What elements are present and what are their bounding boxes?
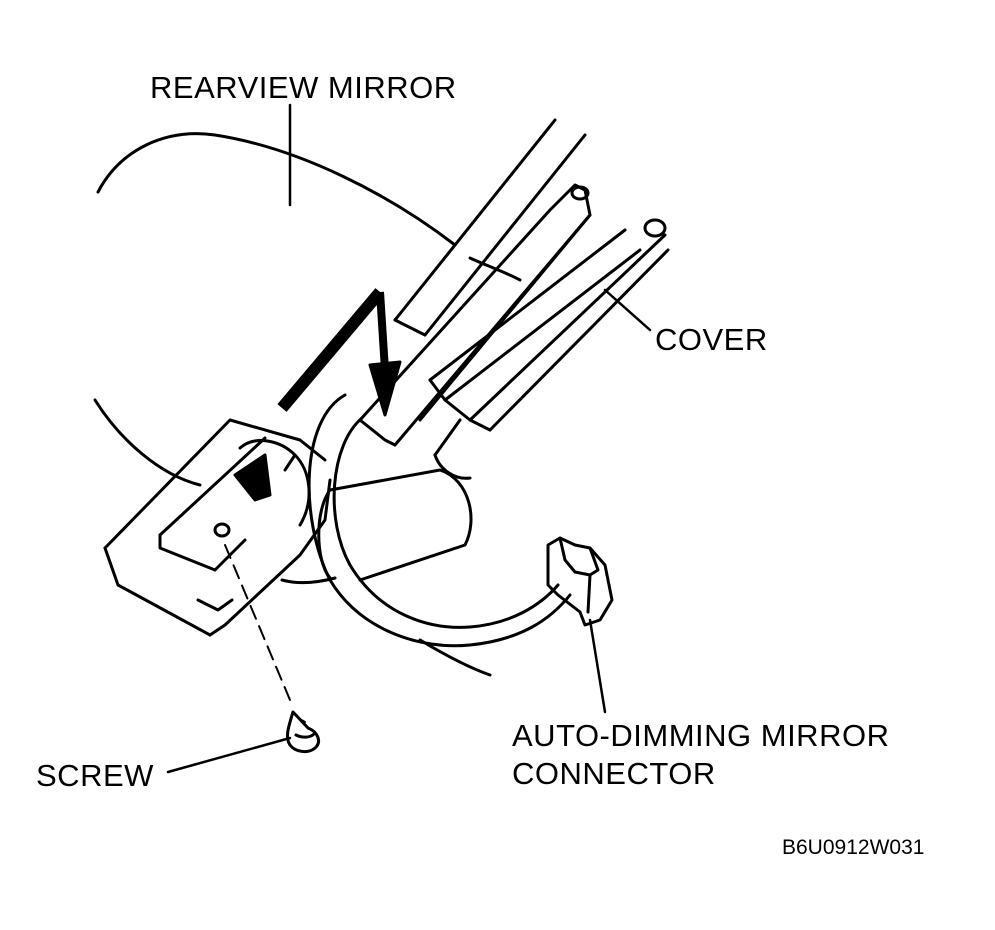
wire-harness — [307, 393, 572, 648]
mirror-stem — [393, 118, 587, 337]
screw — [166, 544, 320, 774]
figure-code: B6U0912W031 — [782, 836, 925, 859]
rearview-mirror-body — [93, 132, 522, 677]
rearview-mirror-label: REARVIEW MIRROR — [150, 70, 457, 105]
connector-plug — [546, 536, 614, 714]
cover-label: COVER — [655, 322, 768, 357]
connector-label-line1: AUTO-DIMMING MIRROR — [512, 718, 890, 753]
removal-arrow — [277, 288, 402, 417]
connector-label-line2: CONNECTOR — [512, 756, 716, 791]
cover-assembly — [358, 183, 670, 480]
screw-label: SCREW — [36, 758, 154, 793]
